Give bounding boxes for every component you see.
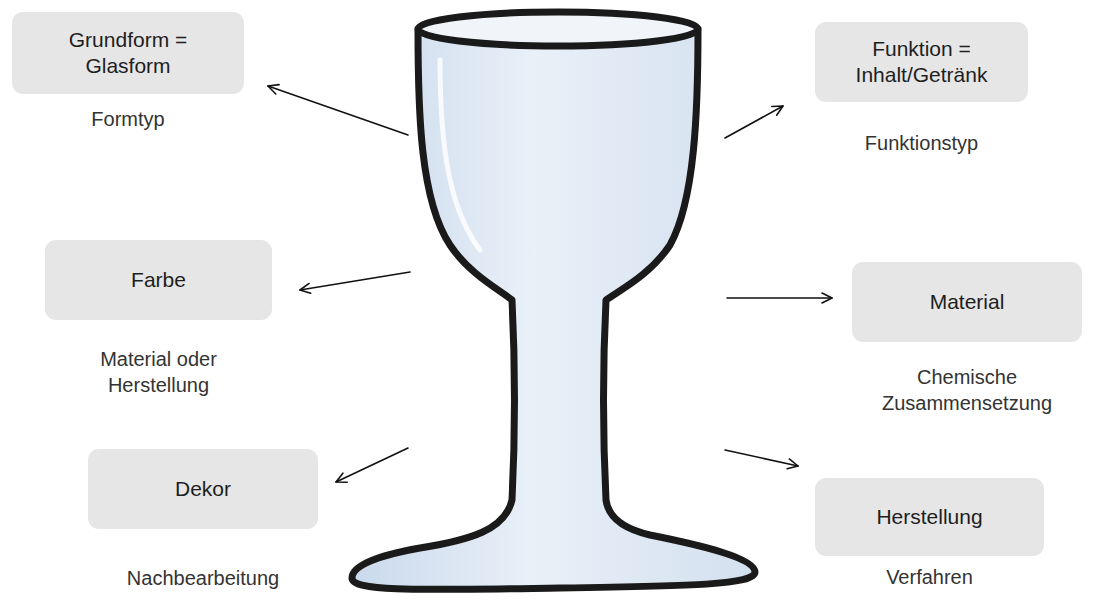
glass-highlight — [440, 60, 480, 250]
label-box: Grundform = Glasform — [12, 12, 244, 94]
box-label: Material — [930, 289, 1005, 315]
label-group: Funktion = Inhalt/GetränkFunktionstyp — [815, 22, 1028, 156]
category-note: Funktionstyp — [815, 130, 1028, 156]
glass-rim — [418, 12, 698, 46]
glass-body — [352, 30, 755, 589]
label-group: HerstellungVerfahren — [815, 478, 1044, 590]
leader-line — [268, 86, 408, 135]
box-label: Funktion = Inhalt/Getränk — [837, 36, 1007, 89]
leader-line — [336, 448, 408, 482]
label-box: Funktion = Inhalt/Getränk — [815, 22, 1028, 102]
leader-line — [725, 450, 798, 466]
label-box: Dekor — [88, 449, 318, 529]
box-label: Farbe — [131, 267, 186, 293]
leader-line — [725, 106, 783, 138]
box-label: Herstellung — [876, 504, 982, 530]
leader-line — [727, 297, 832, 299]
box-label: Grundform = Glasform — [48, 27, 208, 80]
leader-line — [300, 272, 410, 290]
category-note: Nachbearbeitung — [88, 565, 318, 591]
label-group: FarbeMaterial oder Herstellung — [45, 240, 272, 398]
label-group: MaterialChemische Zusammensetzung — [852, 262, 1082, 416]
box-label: Dekor — [175, 476, 231, 502]
label-box: Material — [852, 262, 1082, 342]
label-group: Grundform = GlasformFormtyp — [12, 12, 244, 132]
label-group: DekorNachbearbeitung — [88, 449, 318, 591]
category-note: Material oder Herstellung — [69, 346, 249, 398]
category-note: Formtyp — [12, 106, 244, 132]
label-box: Herstellung — [815, 478, 1044, 556]
label-box: Farbe — [45, 240, 272, 320]
category-note: Chemische Zusammensetzung — [852, 364, 1082, 416]
category-note: Verfahren — [815, 564, 1044, 590]
